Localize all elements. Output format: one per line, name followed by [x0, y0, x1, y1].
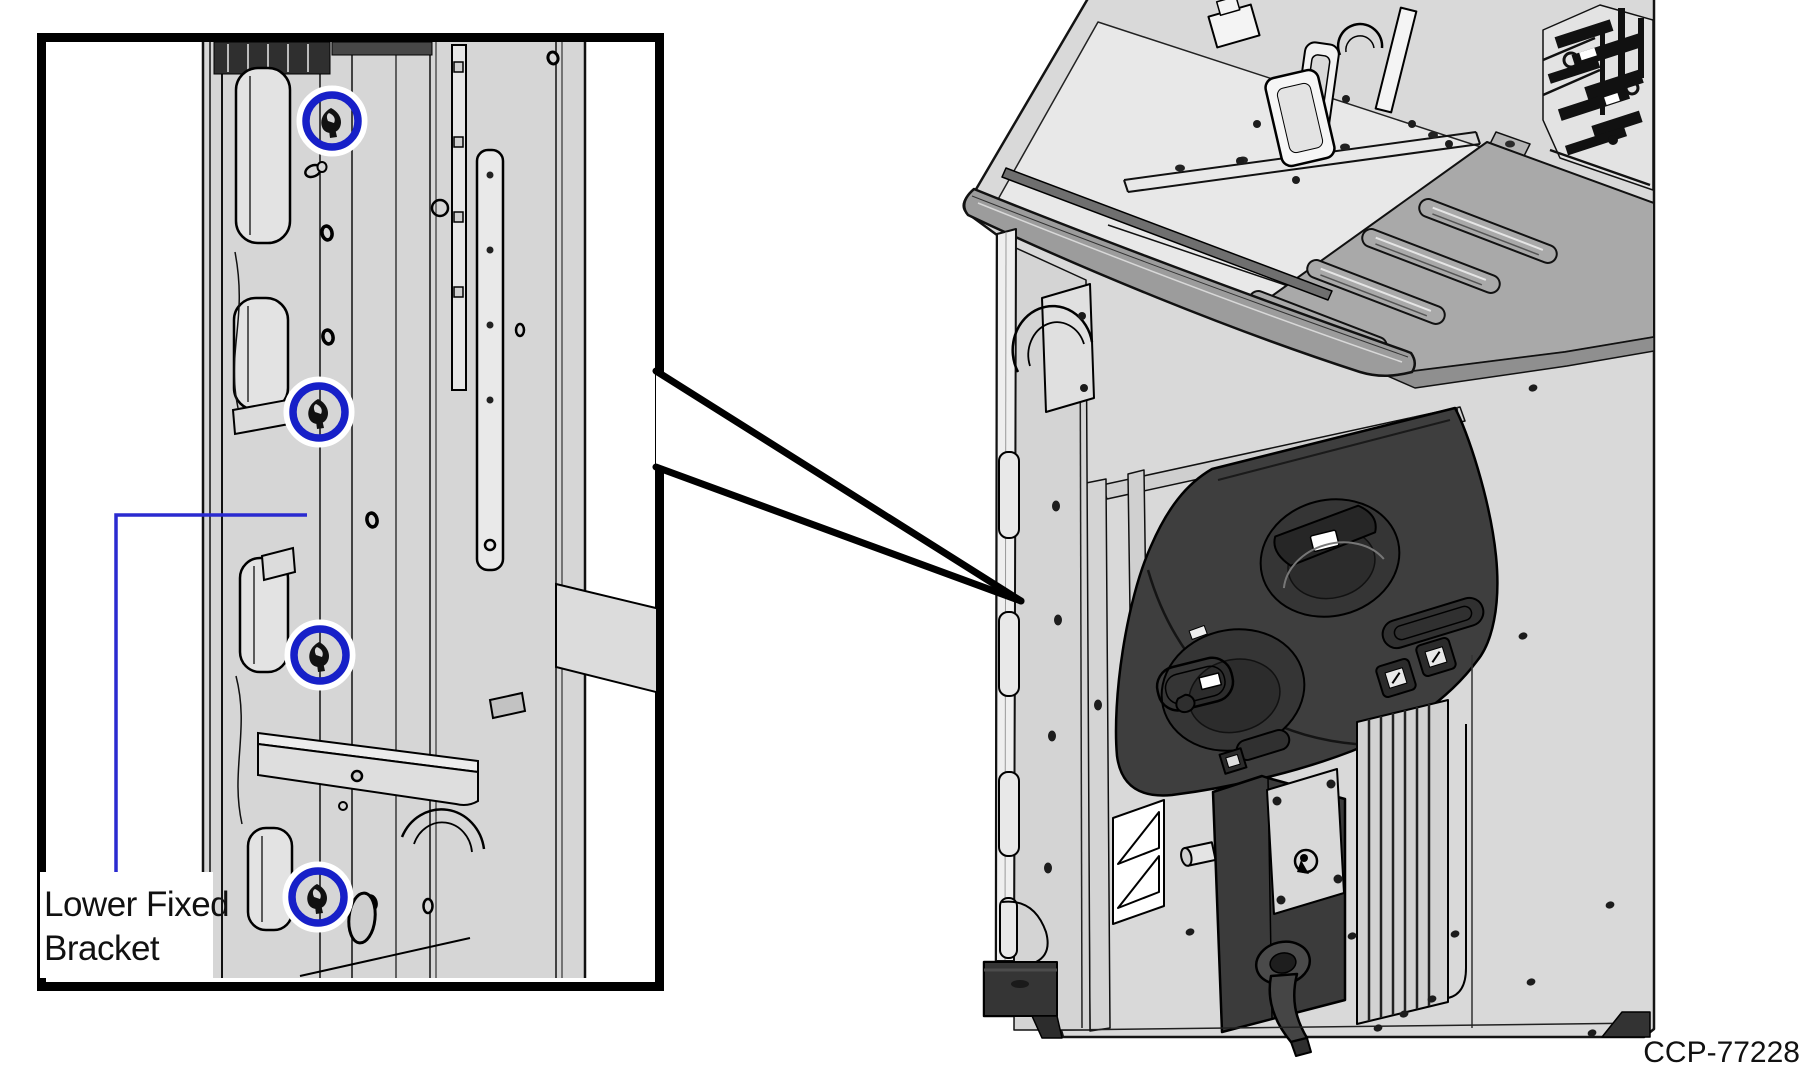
- cable-grommet: [1336, 22, 1384, 56]
- right-bracket-strip: [430, 44, 560, 572]
- support-shelf: [555, 582, 656, 694]
- machine-illustration: [962, 0, 1656, 1057]
- leader-line: [114, 513, 307, 872]
- lock-keyhole: [1293, 848, 1319, 874]
- zoom-wedge: [652, 367, 1025, 605]
- screw-highlight-circle: [284, 619, 356, 691]
- callout-label-line2: Bracket: [44, 929, 160, 968]
- screw-highlight-circle: [282, 861, 354, 933]
- screw-highlight-circle: [296, 85, 368, 157]
- support-rail-magnified: [257, 731, 479, 811]
- bezel-button-1: [1375, 657, 1417, 699]
- screw-highlight-circles: [282, 85, 368, 933]
- screw-highlight-circle: [283, 376, 355, 448]
- panel-screws: [1185, 384, 1615, 1037]
- bill-slot: [1381, 596, 1485, 650]
- label-background: [40, 872, 213, 978]
- column-holes: [1044, 500, 1102, 874]
- front-bezel: [1114, 406, 1499, 797]
- top-rail: [1001, 167, 1333, 301]
- dispenser-pillar: [1211, 768, 1347, 1057]
- upper-cup-recess: [1259, 498, 1401, 618]
- base-shadow-wedge: [1601, 1011, 1651, 1038]
- roller-arch: [400, 808, 486, 853]
- magnified-view: [201, 42, 656, 978]
- printer-mechanism: [1542, 4, 1654, 191]
- base-block: [983, 961, 1063, 1039]
- bottom-edge: [1062, 1022, 1646, 1031]
- fixed-bracket-tabs: [998, 451, 1020, 959]
- support-post: [1374, 6, 1418, 114]
- bezel-highlight-chip: [1188, 625, 1208, 640]
- drawing-code: CCP-77228: [1643, 1036, 1800, 1069]
- handle-loop: [1155, 656, 1235, 714]
- door-arch-handle: [1011, 283, 1095, 413]
- bezel-button-2: [1415, 636, 1457, 678]
- oval-cutout: [347, 891, 377, 945]
- callout-label-line1: Lower Fixed: [44, 885, 229, 924]
- top-trim: [962, 187, 1416, 377]
- keyway-slot: [304, 161, 328, 179]
- vent-opening: [1112, 799, 1165, 925]
- top-bracket: [1207, 0, 1261, 49]
- bezel-square-port: [1218, 747, 1248, 775]
- callout-box: Lower Fixed Bracket: [37, 33, 664, 991]
- cable-clamp: [1180, 841, 1217, 867]
- left-column: [983, 228, 1102, 1039]
- standing-plate: [1264, 68, 1336, 168]
- wall-screws: [1236, 95, 1453, 184]
- louver-vent-panel: [1356, 699, 1467, 1025]
